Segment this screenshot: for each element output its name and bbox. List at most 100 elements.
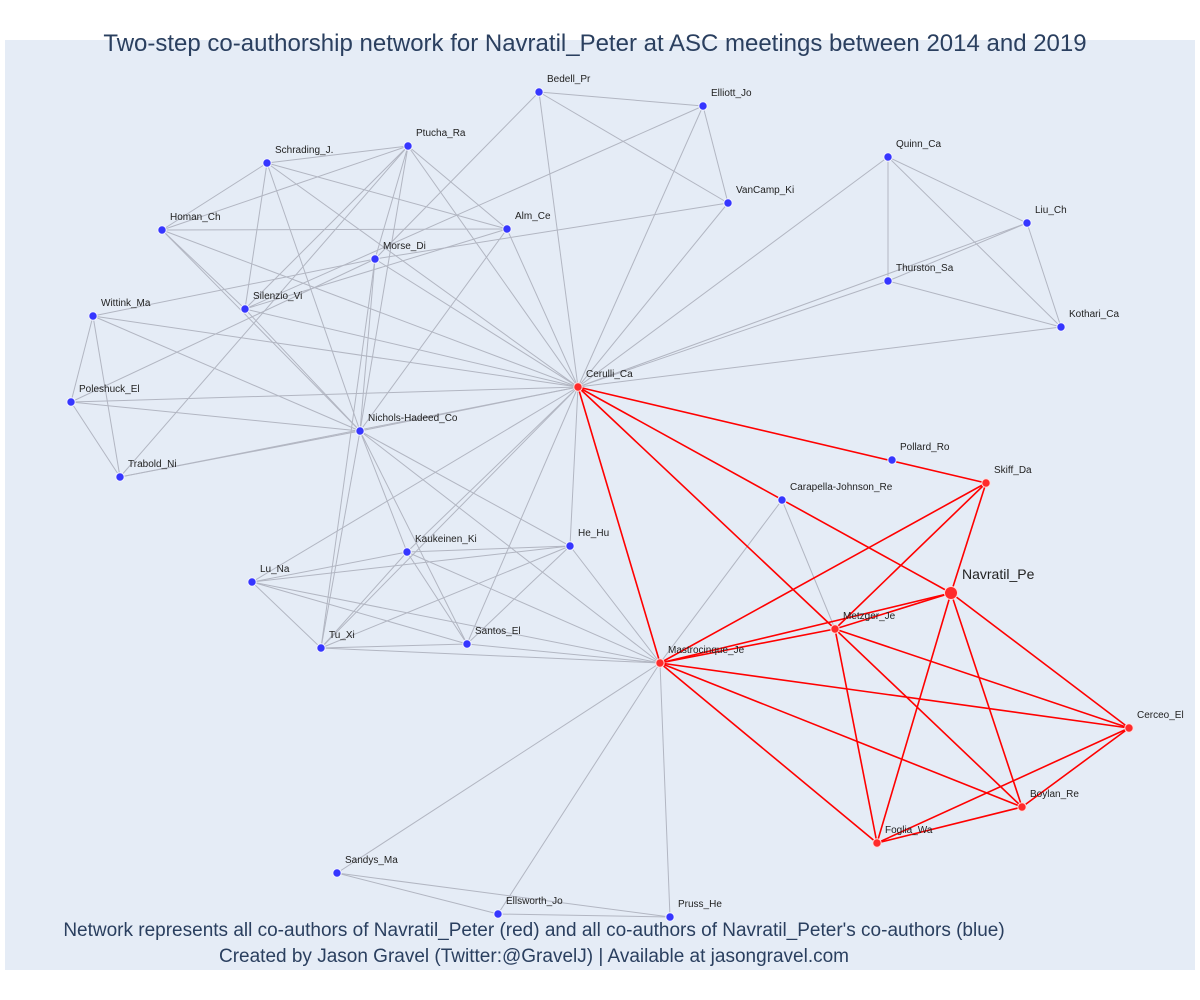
edge-Cerulli_Ca-Skiff_Da [577, 386, 987, 484]
node-He_Hu[interactable] [565, 541, 575, 551]
plot-background [5, 40, 1195, 970]
node-Alm_Ce[interactable] [502, 224, 512, 234]
edge-Navratil_Pe-Boylan_Re [950, 592, 1023, 808]
node-Poleshuck_El[interactable] [66, 397, 76, 407]
node-Boylan_Re[interactable] [1017, 802, 1027, 812]
edge-Ellsworth_Jo-Pruss_He [497, 913, 671, 918]
edge-Wittink_Ma-Nichols-Hadeed_Co [92, 315, 361, 432]
edge-Cerulli_Ca-He_Hu [569, 386, 579, 547]
edge-Quinn_Ca-Liu_Ch [887, 156, 1028, 224]
edge-Ptucha_Ra-Schrading_J [266, 145, 409, 164]
edge-He_Hu-Tu_Xi [320, 545, 571, 649]
node-Cerceo_El[interactable] [1124, 723, 1134, 733]
node-label-Nichols-Hadeed_Co: Nichols-Hadeed_Co [368, 413, 458, 424]
caption-line-2: Created by Jason Gravel (Twitter:@Gravel… [218, 946, 850, 967]
node-label-Bedell_Pr: Bedell_Pr [547, 74, 591, 85]
node-label-Thurston_Sa: Thurston_Sa [896, 263, 954, 274]
nodes [66, 87, 1134, 922]
edge-Kaukeinen_Ki-Tu_Xi [320, 551, 408, 649]
node-Pruss_He[interactable] [665, 912, 675, 922]
node-Kothari_Ca[interactable] [1056, 322, 1066, 332]
node-Lu_Na[interactable] [247, 577, 257, 587]
node-Thurston_Sa[interactable] [883, 276, 893, 286]
node-Carapella-Johnson_Re[interactable] [777, 495, 787, 505]
node-Pollard_Ro[interactable] [887, 455, 897, 465]
edge-Elliott_Jo-VanCamp_Ki [702, 105, 729, 204]
edge-Lu_Na-Mastrocinque_Je [251, 581, 661, 664]
node-Metzger_Je[interactable] [830, 624, 840, 634]
node-Wittink_Ma[interactable] [88, 311, 98, 321]
node-label-Skiff_Da: Skiff_Da [994, 465, 1032, 476]
node-label-Metzger_Je: Metzger_Je [843, 611, 896, 622]
node-Tu_Xi[interactable] [316, 643, 326, 653]
node-Bedell_Pr[interactable] [534, 87, 544, 97]
edge-Nichols-Hadeed_Co-Mastrocinque_Je [359, 430, 661, 664]
node-Cerulli_Ca[interactable] [573, 382, 583, 392]
node-Nichols-Hadeed_Co[interactable] [355, 426, 365, 436]
edge-Cerceo_El-Boylan_Re [1021, 727, 1130, 808]
node-Ptucha_Ra[interactable] [403, 141, 413, 151]
edge-Navratil_Pe-Foglia_Wa [876, 592, 952, 844]
edge-Ptucha_Ra-Alm_Ce [407, 145, 508, 230]
edge-Navratil_Pe-Skiff_Da [950, 482, 987, 594]
node-Morse_Di[interactable] [370, 254, 380, 264]
node-label-Wittink_Ma: Wittink_Ma [101, 298, 151, 309]
node-label-Kothari_Ca: Kothari_Ca [1069, 309, 1119, 320]
edge-Liu_Ch-Kothari_Ca [1026, 222, 1062, 328]
edge-Homan_Ch-Cerulli_Ca [161, 229, 579, 388]
node-label-Boylan_Re: Boylan_Re [1030, 789, 1079, 800]
node-Quinn_Ca[interactable] [883, 152, 893, 162]
edge-Nichols-Hadeed_Co-He_Hu [359, 430, 571, 547]
node-label-Elliott_Jo: Elliott_Jo [711, 88, 752, 99]
node-Mastrocinque_Je[interactable] [655, 658, 665, 668]
edge-Mastrocinque_Je-Pruss_He [659, 662, 671, 918]
node-label-Navratil_Pe: Navratil_Pe [962, 566, 1035, 582]
node-Santos_El[interactable] [462, 639, 472, 649]
edge-Kaukeinen_Ki-He_Hu [406, 545, 571, 553]
edge-Cerceo_El-Foglia_Wa [876, 727, 1130, 844]
edge-Metzger_Je-Cerceo_El [834, 628, 1130, 729]
node-Elliott_Jo[interactable] [698, 101, 708, 111]
edge-Homan_Ch-Silenzio_Vi [161, 229, 246, 310]
edge-Cerulli_Ca-Mastrocinque_Je [577, 386, 661, 664]
caption: Network represents all co-authors of Nav… [0, 918, 1068, 970]
node-Kaukeinen_Ki[interactable] [402, 547, 412, 557]
node-Foglia_Wa[interactable] [872, 838, 882, 848]
node-Liu_Ch[interactable] [1022, 218, 1032, 228]
node-label-Schrading_J: Schrading_J. [275, 145, 333, 156]
edge-He_Hu-Mastrocinque_Je [569, 545, 661, 664]
node-label-Cerceo_El: Cerceo_El [1137, 710, 1184, 721]
edge-Thurston_Sa-Cerulli_Ca [577, 280, 889, 388]
node-Skiff_Da[interactable] [981, 478, 991, 488]
edge-Morse_Di-Tu_Xi [320, 258, 376, 649]
node-Navratil_Pe[interactable] [944, 586, 958, 600]
edge-Wittink_Ma-Poleshuck_El [70, 315, 94, 403]
node-Sandys_Ma[interactable] [332, 868, 342, 878]
edge-Schrading_J-Silenzio_Vi [244, 162, 268, 310]
edge-Wittink_Ma-Trabold_Ni [92, 315, 121, 478]
edge-Kothari_Ca-Cerulli_Ca [577, 326, 1062, 388]
edge-Kaukeinen_Ki-Mastrocinque_Je [406, 551, 661, 664]
node-Trabold_Ni[interactable] [115, 472, 125, 482]
node-label-Tu_Xi: Tu_Xi [329, 630, 355, 641]
edge-Cerulli_Ca-Metzger_Je [577, 386, 836, 630]
edge-Schrading_J-Nichols-Hadeed_Co [266, 162, 361, 432]
edge-Bedell_Pr-Elliott_Jo [538, 91, 704, 107]
node-Schrading_J[interactable] [262, 158, 272, 168]
chart-title: Two-step co-authorship network for Navra… [103, 30, 1087, 57]
node-Silenzio_Vi[interactable] [240, 304, 250, 314]
edge-Bedell_Pr-Morse_Di [374, 91, 540, 260]
edge-Thurston_Sa-Kothari_Ca [887, 280, 1062, 328]
node-Homan_Ch[interactable] [157, 225, 167, 235]
edge-Morse_Di-Wittink_Ma [92, 258, 376, 317]
node-VanCamp_Ki[interactable] [723, 198, 733, 208]
edge-Nichols-Hadeed_Co-Tu_Xi [320, 430, 361, 649]
edge-Mastrocinque_Je-Boylan_Re [659, 662, 1023, 808]
edge-Skiff_Da-Mastrocinque_Je [659, 482, 987, 664]
node-label-Trabold_Ni: Trabold_Ni [128, 459, 177, 470]
edge-Mastrocinque_Je-Foglia_Wa [659, 662, 878, 844]
edge-Ptucha_Ra-Nichols-Hadeed_Co [359, 145, 409, 432]
edge-Kaukeinen_Ki-Santos_El [406, 551, 468, 645]
node-Ellsworth_Jo[interactable] [493, 909, 503, 919]
